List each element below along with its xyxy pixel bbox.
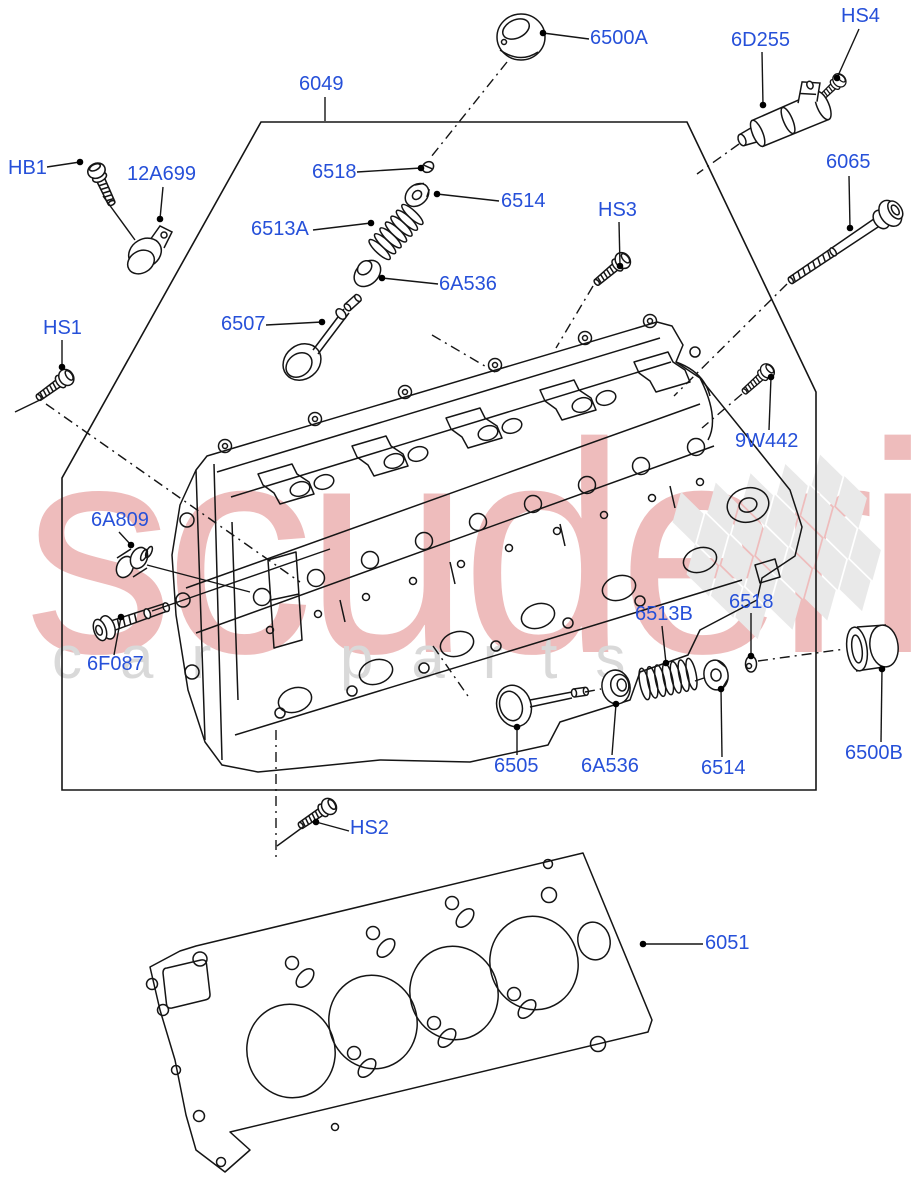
part-label-9w442[interactable]: 9W442 (735, 430, 799, 452)
part-label-6a536-top[interactable]: 6A536 (439, 273, 497, 295)
part-label-6a536-bot[interactable]: 6A536 (581, 755, 639, 777)
valve-keeper-6518-top (421, 160, 435, 174)
part-label-6500b[interactable]: 6500B (845, 742, 903, 764)
part-label-hs1[interactable]: HS1 (43, 317, 82, 339)
valve-spring-6513a (368, 203, 424, 261)
part-label-6065[interactable]: 6065 (826, 151, 871, 173)
sensor-12a699 (126, 225, 174, 275)
part-label-6d255[interactable]: 6D255 (731, 29, 790, 51)
cap-6a809 (115, 545, 154, 579)
pointer-lines (14, 195, 331, 847)
part-label-6518-top[interactable]: 6518 (312, 161, 357, 183)
bolt-6065 (787, 199, 904, 285)
cylinder-head-art (171, 313, 803, 773)
part-label-hs2[interactable]: HS2 (350, 817, 389, 839)
watermark-sub: car parts (52, 624, 664, 691)
plug-6f087 (92, 602, 171, 642)
tappet-6500a (496, 13, 546, 61)
part-label-6513b[interactable]: 6513B (635, 603, 693, 625)
leader-dots (58, 29, 886, 948)
leader-lines (46, 28, 883, 945)
part-label-6500a[interactable]: 6500A (590, 27, 648, 49)
part-label-hs4[interactable]: HS4 (841, 5, 880, 27)
valve-6505 (495, 684, 590, 728)
part-label-6049[interactable]: 6049 (299, 73, 344, 95)
solenoid-6d255 (737, 80, 832, 148)
spring-seat-6a536-top (353, 259, 382, 288)
spring-seat-6a536-bot (601, 669, 631, 705)
part-label-6a809[interactable]: 6A809 (91, 509, 149, 531)
part-label-6505[interactable]: 6505 (494, 755, 539, 777)
part-label-6518-bot[interactable]: 6518 (729, 591, 774, 613)
part-label-6514-top[interactable]: 6514 (501, 190, 546, 212)
tappet-6500b (845, 624, 899, 672)
enclosure-box (61, 121, 817, 791)
part-label-6f087[interactable]: 6F087 (87, 653, 144, 675)
part-label-6051[interactable]: 6051 (705, 932, 750, 954)
part-label-hs3[interactable]: HS3 (598, 199, 637, 221)
valve-6507 (282, 293, 362, 381)
assembly-axes (45, 61, 846, 860)
part-label-6513a[interactable]: 6513A (251, 218, 309, 240)
head-gasket-art (145, 852, 653, 1173)
part-label-6514-bot[interactable]: 6514 (701, 757, 746, 779)
part-label-hb1[interactable]: HB1 (8, 157, 47, 179)
part-label-6507[interactable]: 6507 (221, 313, 266, 335)
spring-retainer-6514-top (404, 182, 431, 208)
part-label-12a699[interactable]: 12A699 (127, 163, 196, 185)
